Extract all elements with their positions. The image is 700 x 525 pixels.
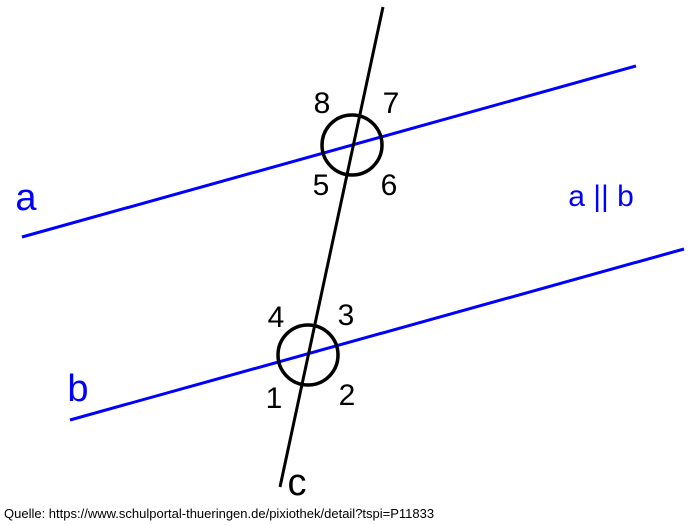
angle-label-7: 7: [383, 87, 400, 120]
source-caption: Quelle: https://www.schulportal-thuering…: [4, 506, 434, 521]
angle-label-6: 6: [381, 169, 398, 202]
line-b: [69, 247, 685, 422]
angle-label-2: 2: [339, 379, 356, 412]
line-label-c: c: [288, 462, 307, 504]
angle-label-8: 8: [314, 87, 331, 120]
angle-label-3: 3: [338, 299, 355, 332]
line-label-b: b: [67, 368, 88, 410]
intersection-circle-top: [320, 113, 384, 177]
angle-label-1: 1: [266, 382, 283, 415]
parallel-note: a || b: [568, 180, 634, 213]
line-label-a: a: [15, 177, 37, 219]
intersection-circle-bottom: [276, 323, 340, 387]
line-a: [21, 64, 637, 239]
angle-label-5: 5: [313, 169, 330, 202]
angle-label-4: 4: [268, 301, 285, 334]
transversal-c: [278, 6, 385, 488]
